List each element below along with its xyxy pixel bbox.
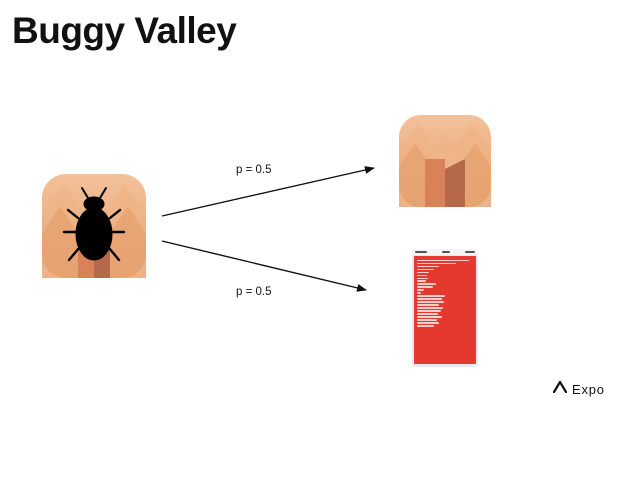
bug-app-icon xyxy=(42,174,146,278)
expo-logo-icon xyxy=(552,380,568,398)
red-error-screen-phone xyxy=(412,249,478,367)
arrow-to-error xyxy=(161,240,367,292)
expo-logo-text: Expo xyxy=(572,381,605,397)
valley-app-icon xyxy=(399,115,491,207)
slide-title: Buggy Valley xyxy=(12,10,237,51)
edge-label-bottom: p = 0.5 xyxy=(236,286,272,298)
edge-label-top: p = 0.5 xyxy=(236,164,272,176)
red-error-screen xyxy=(414,256,476,364)
arrow-to-valley xyxy=(161,166,375,217)
expo-branding: Expo xyxy=(552,380,605,398)
phone-status-bar xyxy=(412,249,478,255)
